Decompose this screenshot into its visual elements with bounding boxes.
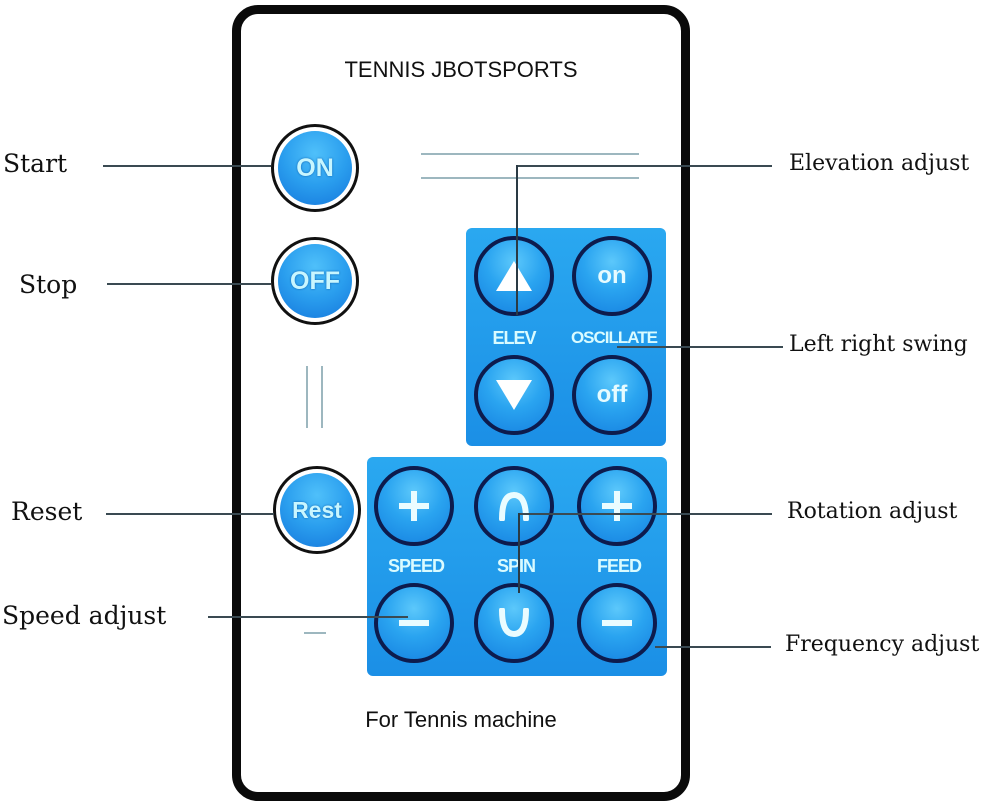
callout-left-right-swing: Left right swing [789, 332, 968, 357]
remote-title: TENNIS JBOTSPORTS [344, 57, 578, 82]
on-button-label: ON [278, 131, 352, 205]
off-button[interactable]: OFF [271, 237, 359, 325]
decorative-line [421, 177, 639, 179]
speed-minus-button[interactable] [374, 583, 454, 663]
frequency-leader-line [655, 646, 771, 648]
decorative-line [306, 366, 308, 428]
spin-label: SPIN [496, 556, 536, 576]
triangle-down-icon [496, 380, 532, 410]
spin-down-button[interactable] [474, 583, 554, 663]
speed-plus-button[interactable] [374, 466, 454, 546]
decorative-line [304, 632, 326, 634]
oscillate-on-button[interactable]: on [572, 236, 652, 316]
decorative-line [321, 366, 323, 428]
remote-footer: For Tennis machine [365, 707, 557, 732]
callout-frequency-adjust: Frequency adjust [785, 632, 980, 657]
minus-icon [602, 620, 632, 626]
callout-start: Start [3, 149, 68, 178]
callout-rotation-adjust: Rotation adjust [787, 499, 958, 524]
decorative-line [421, 153, 639, 155]
callout-elevation-adjust: Elevation adjust [789, 151, 970, 176]
speed-leader-line [208, 616, 408, 618]
start-leader-line [103, 165, 271, 167]
callout-speed-adjust: Speed adjust [2, 601, 167, 630]
stop-leader-line [107, 283, 271, 285]
plus-icon [602, 491, 632, 521]
feed-label: FEED [596, 556, 642, 576]
arc-down-icon [499, 608, 529, 638]
spin-up-button[interactable] [474, 466, 554, 546]
elev-up-button[interactable] [474, 236, 554, 316]
rotation-leader-line [518, 513, 772, 515]
reset-button-label: Rest [280, 473, 354, 547]
swing-leader-line [617, 346, 783, 348]
oscillate-label: OSCILLATE [570, 328, 658, 347]
oscillate-off-button[interactable]: off [572, 355, 652, 435]
on-button[interactable]: ON [271, 124, 359, 212]
triangle-up-icon [496, 261, 532, 291]
elev-label: ELEV [492, 328, 536, 348]
reset-leader-line [106, 513, 274, 515]
oscillate-on-label: on [597, 262, 627, 289]
elevation-leader-line [516, 165, 772, 167]
callout-stop: Stop [19, 270, 78, 299]
elevation-leader-vertical [516, 165, 518, 315]
arc-up-icon [499, 491, 529, 521]
plus-icon [399, 491, 429, 521]
minus-icon [399, 620, 429, 626]
off-button-label: OFF [278, 244, 352, 318]
speed-label: SPEED [387, 556, 445, 576]
oscillate-off-label: off [596, 381, 628, 408]
rotation-leader-vertical [518, 513, 520, 593]
reset-button[interactable]: Rest [273, 466, 361, 554]
callout-reset: Reset [11, 497, 83, 526]
elev-down-button[interactable] [474, 355, 554, 435]
feed-plus-button[interactable] [577, 466, 657, 546]
feed-minus-button[interactable] [577, 583, 657, 663]
